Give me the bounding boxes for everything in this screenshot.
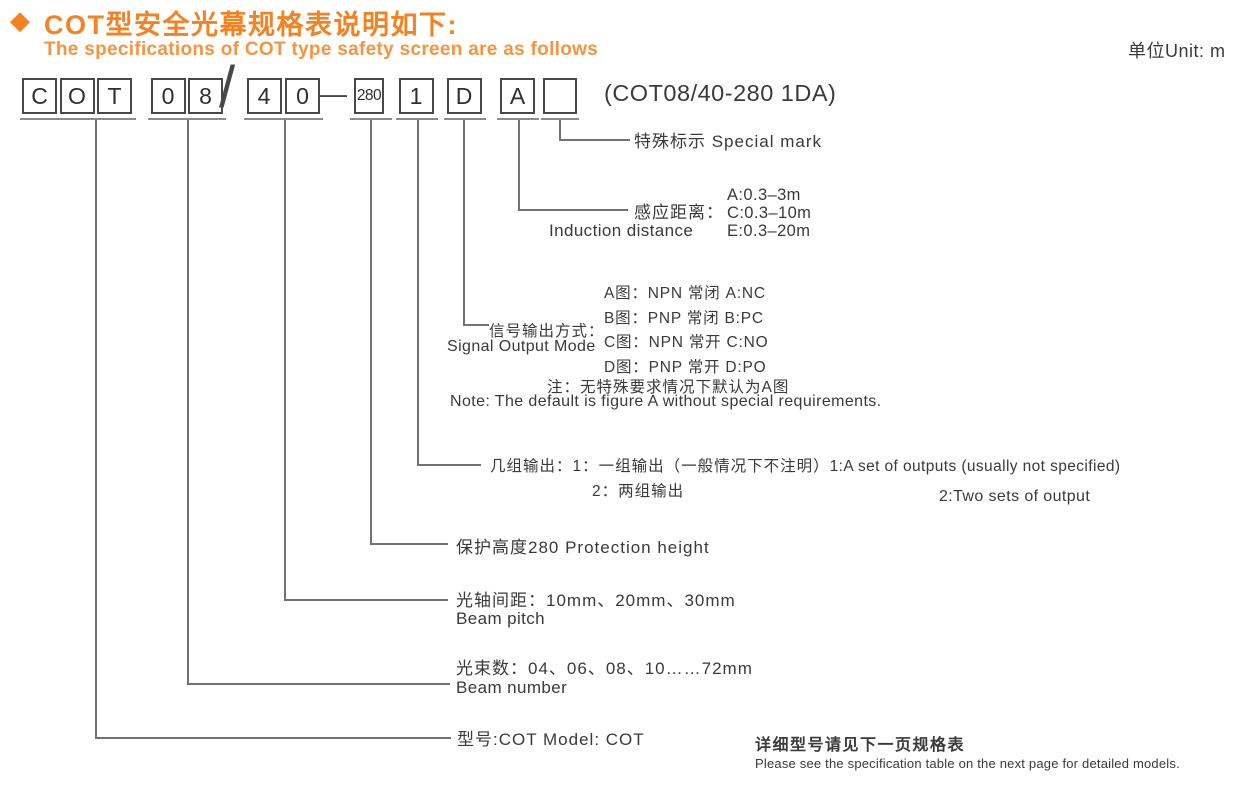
label-beam-pitch-en: Beam pitch (456, 609, 546, 628)
signal-note-en: Note: The default is figure A without sp… (450, 393, 882, 410)
label-induction-en: Induction distance (549, 221, 694, 240)
lead-special-mark (559, 139, 630, 141)
connector-beam-number (186, 120, 189, 685)
connector-protection (370, 120, 372, 545)
page-title-en: The specifications of COT type safety sc… (44, 39, 599, 60)
label-special-mark: 特殊标示 Special mark (634, 132, 822, 151)
output-groups-option1-cn: 1：一组输出（一般情况下不注明） (572, 458, 830, 475)
dash-separator: — (319, 78, 347, 109)
signal-mode-c: C图：NPN 常开 C:NO (604, 334, 769, 351)
output-groups-option2-cn: 2：两组输出 (592, 483, 685, 500)
unit-label: 单位Unit: m (1128, 41, 1226, 61)
induction-values: A:0.3–3m C:0.3–10m E:0.3–20m (727, 186, 811, 240)
label-protection-height: 保护高度280 Protection height (456, 538, 710, 557)
connector-induction (517, 120, 520, 211)
underline-height (350, 118, 392, 120)
code-box-o: O (59, 78, 95, 114)
page-title-cn: COT型安全光幕规格表说明如下: (44, 10, 458, 40)
connector-signal-output (462, 120, 465, 326)
code-box-pitch-0: 0 (285, 78, 320, 114)
lead-signal-output (462, 324, 489, 326)
code-box-beams-8: 8 (188, 78, 223, 114)
label-model: 型号:COT Model: COT (457, 730, 645, 749)
output-groups-option1-en: 1:A set of outputs (usually not specifie… (829, 458, 1121, 475)
label-signal-cn: 信号输出方式： (489, 323, 605, 340)
underline-output (444, 118, 486, 120)
signal-mode-d: D图：PNP 常开 D:PO (604, 358, 767, 376)
footer-note-en: Please see the specification table on th… (755, 756, 1180, 771)
example-model-number: (COT08/40-280 1DA) (604, 80, 837, 106)
underline-distance (497, 118, 539, 120)
label-beam-pitch-cn: 光轴间距：10mm、20mm、30mm (456, 591, 736, 610)
code-box-pitch-4: 4 (246, 78, 282, 114)
underline-cot (20, 118, 136, 120)
label-induction-cn: 感应距离： (634, 203, 724, 222)
code-box-height-280: 280 (354, 78, 384, 114)
induction-value-e: E:0.3–20m (727, 222, 811, 240)
footer-note-cn: 详细型号请见下一页规格表 (755, 737, 966, 754)
lead-output-groups (416, 464, 481, 466)
connector-model (95, 120, 97, 739)
code-box-special-empty (543, 78, 577, 114)
label-output-groups-cn: 几组输出： (490, 458, 573, 475)
connector-beam-pitch (284, 120, 286, 601)
label-beam-number-en: Beam number (456, 678, 568, 697)
code-box-c: C (22, 78, 57, 114)
underline-pitch (244, 118, 323, 120)
code-box-beams-0: 0 (150, 78, 186, 114)
lead-model (95, 737, 451, 739)
underline-special (541, 118, 579, 120)
signal-mode-a: A图：NPN 常闭 A:NC (604, 285, 766, 302)
code-box-t: T (97, 78, 132, 114)
connector-output-groups (416, 120, 419, 466)
output-groups-option2-en: 2:Two sets of output (939, 488, 1091, 505)
code-box-groups-1: 1 (398, 78, 434, 114)
lead-induction (517, 209, 628, 211)
underline-beams (148, 118, 226, 120)
lead-beam-number (186, 683, 450, 685)
lead-protection (370, 543, 448, 545)
underline-groups (396, 118, 438, 120)
signal-mode-b: B图：PNP 常闭 B:PC (604, 309, 764, 327)
code-box-output-d: D (446, 78, 482, 114)
induction-value-a: A:0.3–3m (727, 186, 801, 204)
slash-separator: / (219, 55, 236, 120)
lead-beam-pitch (284, 599, 448, 601)
connector-special-mark (559, 120, 561, 141)
code-box-distance-a: A (500, 78, 535, 114)
induction-value-c: C:0.3–10m (727, 204, 812, 222)
diamond-icon: ◆ (10, 5, 30, 35)
output-groups-line1: 几组输出：1：一组输出（一般情况下不注明）1:A set of outputs … (490, 457, 1120, 476)
label-signal-en: Signal Output Mode (447, 338, 596, 355)
label-beam-number-cn: 光束数：04、06、08、10……72mm (456, 659, 753, 678)
signal-modes: A图：NPN 常闭 A:NC B图：PNP 常闭 B:PC C图：NPN 常开 … (604, 282, 768, 380)
signal-note-cn: 注：无特殊要求情况下默认为A图 (547, 379, 790, 396)
